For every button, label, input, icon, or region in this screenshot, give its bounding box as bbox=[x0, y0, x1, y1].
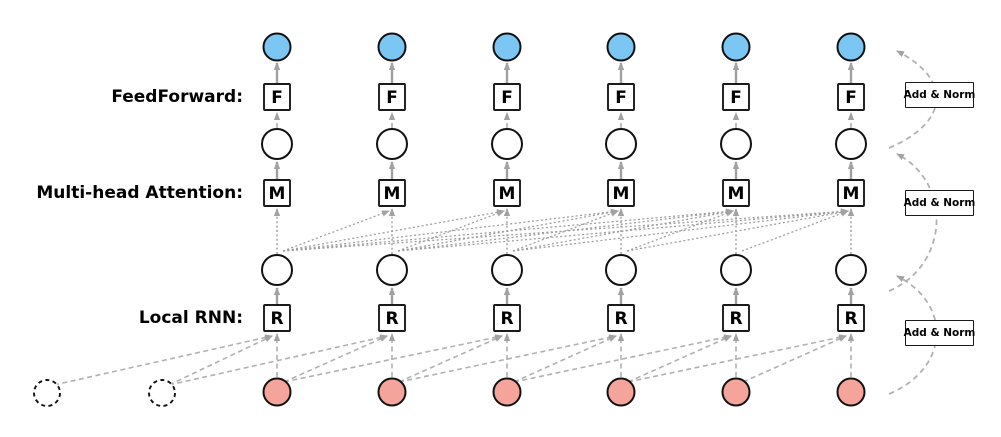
feedforward-letter: F bbox=[845, 88, 857, 108]
rnn-output-node bbox=[720, 254, 752, 286]
rnn-window-connection bbox=[168, 334, 388, 386]
rnn-window-connection bbox=[513, 335, 617, 383]
rnn-window-connection bbox=[398, 335, 503, 383]
rnn-letter: R bbox=[385, 309, 398, 329]
attention-connection bbox=[397, 210, 505, 252]
add-norm-box-feedforward: Add & Norm bbox=[904, 82, 975, 108]
rnn-window-connection bbox=[513, 334, 732, 383]
feedforward-box bbox=[722, 83, 750, 111]
attention-letter: M bbox=[269, 184, 286, 204]
rnn-window-connection bbox=[742, 335, 847, 383]
attention-box bbox=[263, 179, 291, 207]
attention-letter: M bbox=[384, 184, 401, 204]
rnn-box bbox=[837, 304, 865, 332]
feedforward-box bbox=[837, 83, 865, 111]
rnn-output-node bbox=[261, 254, 293, 286]
rnn-box bbox=[263, 304, 291, 332]
rnn-letter: R bbox=[844, 309, 857, 329]
add-norm-box-attention: Add & Norm bbox=[904, 190, 975, 216]
attention-box bbox=[378, 179, 406, 207]
rnn-output-node bbox=[376, 254, 408, 286]
rnn-box bbox=[493, 304, 521, 332]
attention-box bbox=[837, 179, 865, 207]
attention-connection bbox=[626, 210, 734, 252]
rnn-letter: R bbox=[500, 309, 513, 329]
residual-connection-arrow bbox=[888, 153, 938, 292]
feedforward-box bbox=[378, 83, 406, 111]
attention-output-node bbox=[720, 128, 752, 160]
rnn-window-connection bbox=[283, 334, 503, 383]
attention-letter: M bbox=[613, 184, 630, 204]
attention-box bbox=[607, 179, 635, 207]
rnn-box bbox=[378, 304, 406, 332]
rnn-letter: R bbox=[614, 309, 627, 329]
attention-connection bbox=[512, 209, 734, 252]
rnn-output-node bbox=[491, 254, 523, 286]
output-node bbox=[492, 32, 522, 62]
rnn-window-connection bbox=[53, 334, 273, 386]
rnn-letter: R bbox=[270, 309, 283, 329]
attention-connection bbox=[741, 210, 849, 252]
attention-connection bbox=[282, 210, 390, 252]
rnn-window-connection bbox=[627, 334, 847, 383]
rnn-window-connection bbox=[627, 335, 732, 383]
attention-connection bbox=[512, 208, 849, 252]
attention-output-node bbox=[261, 128, 293, 160]
output-node bbox=[721, 32, 751, 62]
output-node bbox=[377, 32, 407, 62]
attention-box bbox=[722, 179, 750, 207]
input-node bbox=[377, 377, 407, 407]
add-norm-box-rnn: Add & Norm bbox=[904, 320, 975, 346]
output-node bbox=[262, 32, 292, 62]
input-node bbox=[721, 377, 751, 407]
feedforward-letter: F bbox=[271, 88, 283, 108]
rnn-window-connection bbox=[283, 335, 388, 383]
attention-output-node bbox=[605, 128, 637, 160]
input-node bbox=[492, 377, 522, 407]
attention-letter: M bbox=[728, 184, 745, 204]
local-rnn-label: Local RNN: bbox=[138, 308, 243, 328]
attention-output-node bbox=[835, 128, 867, 160]
rnn-output-node bbox=[835, 254, 867, 286]
padding-node bbox=[33, 379, 61, 407]
attention-connection bbox=[512, 210, 619, 252]
padding-node bbox=[148, 379, 176, 407]
feedforward-box bbox=[493, 83, 521, 111]
attention-label: Multi-head Attention: bbox=[36, 183, 243, 203]
rnn-output-node bbox=[605, 254, 637, 286]
feedforward-letter: F bbox=[386, 88, 398, 108]
output-node bbox=[606, 32, 636, 62]
feedforward-letter: F bbox=[730, 88, 742, 108]
feedforward-letter: F bbox=[501, 88, 513, 108]
attention-output-node bbox=[376, 128, 408, 160]
feedforward-box bbox=[607, 83, 635, 111]
input-node bbox=[262, 377, 292, 407]
attention-output-node bbox=[491, 128, 523, 160]
feedforward-label: FeedForward: bbox=[111, 87, 243, 107]
rnn-box bbox=[722, 304, 750, 332]
attention-box bbox=[493, 179, 521, 207]
output-node bbox=[836, 32, 866, 62]
rnn-window-connection bbox=[168, 335, 273, 386]
attention-connection bbox=[282, 209, 505, 252]
input-node bbox=[836, 377, 866, 407]
attention-connection bbox=[282, 208, 619, 252]
feedforward-box bbox=[263, 83, 291, 111]
input-node bbox=[606, 377, 636, 407]
attention-letter: M bbox=[843, 184, 860, 204]
attention-connection bbox=[397, 208, 734, 252]
feedforward-letter: F bbox=[615, 88, 627, 108]
attention-connection bbox=[397, 209, 619, 252]
rnn-letter: R bbox=[729, 309, 742, 329]
attention-letter: M bbox=[499, 184, 516, 204]
rnn-box bbox=[607, 304, 635, 332]
